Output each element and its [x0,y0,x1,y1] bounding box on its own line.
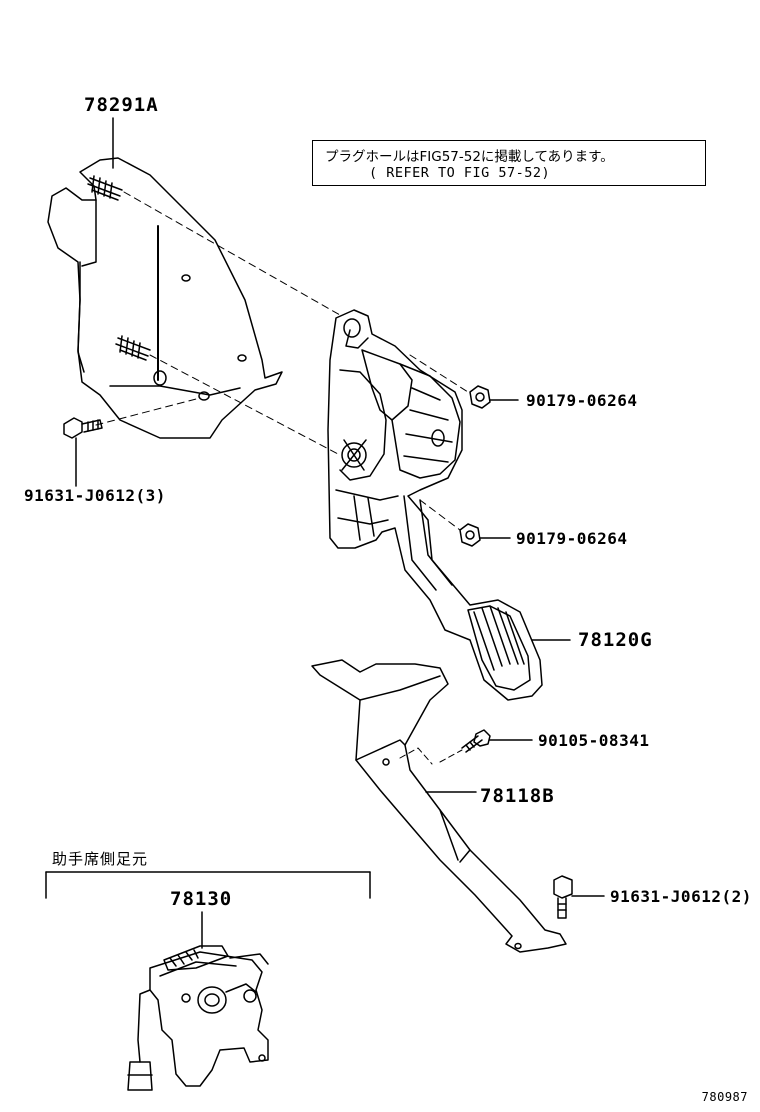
bracket-78291a [47,157,283,439]
part-label-91631-right: 91631-J0612(2) [610,887,752,906]
section-heading: 助手席側足元 [52,850,149,868]
part-label-90179-upper: 90179-06264 [526,391,638,410]
pedal-assembly-78120g [327,309,543,701]
stud-upper [87,175,123,201]
bracket-78118b [311,659,567,953]
figure-code: 780987 [701,1090,748,1104]
bolt-91631-left [63,417,103,439]
nut-upper [469,385,491,409]
reference-note-jp: プラグホールはFIG57-52に掲載してあります。 [325,149,614,165]
part-label-90105: 90105-08341 [538,731,650,750]
reference-note-en: ( REFER TO FIG 57-52) [369,165,551,181]
part-label-78120g: 78120G [578,629,653,651]
bolt-91631-right [553,875,573,919]
sub-assembly-78130 [127,945,269,1091]
part-label-78130: 78130 [170,888,233,910]
bolt-90105 [461,729,491,753]
nut-lower [459,523,481,547]
part-label-90179-lower: 90179-06264 [516,529,628,548]
reference-note-box: プラグホールはFIG57-52に掲載してあります。 ( REFER TO FIG… [312,140,706,186]
part-label-78291a: 78291A [84,94,159,116]
stud-lower [115,335,151,361]
part-label-78118b: 78118B [480,785,555,807]
part-label-91631-left: 91631-J0612(3) [24,486,166,505]
